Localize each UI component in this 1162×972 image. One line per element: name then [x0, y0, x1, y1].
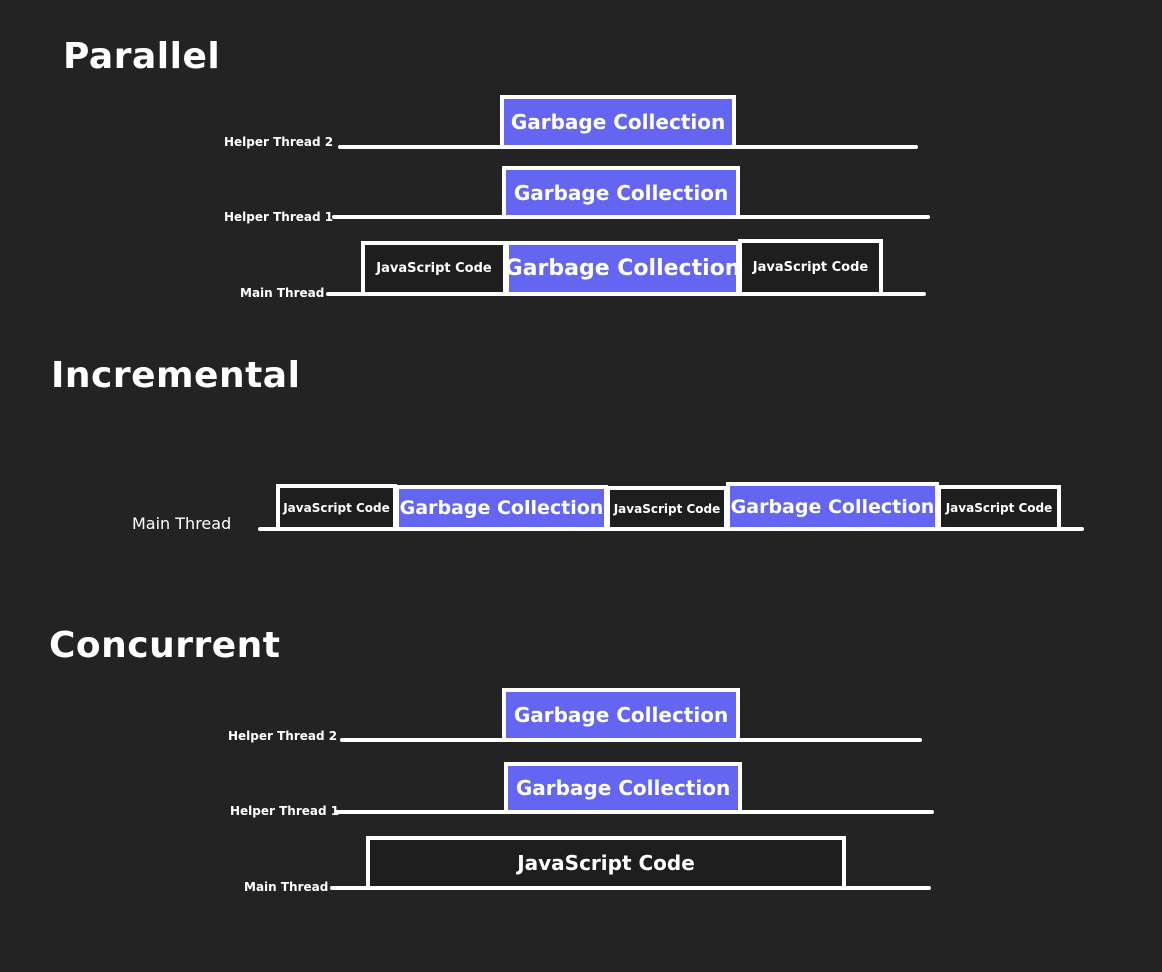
- concurrent-main-js-block: JavaScript Code: [366, 836, 846, 886]
- concurrent-main-thread-label: Main Thread: [244, 880, 329, 894]
- incremental-js-block-2: JavaScript Code: [606, 486, 728, 527]
- concurrent-helper-thread-1-gc-block: Garbage Collection: [504, 762, 742, 810]
- concurrent-helper-thread-2-track: [340, 738, 922, 742]
- concurrent-helper-thread-1-track: [334, 810, 934, 814]
- parallel-helper-thread-1-track: [332, 215, 930, 219]
- parallel-main-thread-label: Main Thread: [240, 286, 325, 300]
- concurrent-helper-thread-2-gc-block: Garbage Collection: [502, 688, 740, 738]
- incremental-js-block-1: JavaScript Code: [276, 484, 397, 527]
- parallel-helper-thread-1-label: Helper Thread 1: [224, 210, 334, 224]
- section-title-incremental: Incremental: [51, 355, 301, 396]
- parallel-helper-thread-2-gc-block: Garbage Collection: [500, 95, 736, 145]
- incremental-gc-block-2: Garbage Collection: [726, 482, 939, 527]
- incremental-main-thread-label: Main Thread: [132, 514, 232, 533]
- parallel-helper-thread-2-track: [338, 145, 918, 149]
- parallel-helper-thread-1-gc-block: Garbage Collection: [502, 166, 740, 215]
- section-title-parallel: Parallel: [63, 36, 221, 77]
- incremental-js-block-3: JavaScript Code: [937, 485, 1061, 527]
- parallel-helper-thread-2-label: Helper Thread 2: [224, 135, 334, 149]
- concurrent-helper-thread-1-label: Helper Thread 1: [230, 804, 340, 818]
- incremental-main-thread-track: [258, 527, 1084, 531]
- parallel-main-js-block-2: JavaScript Code: [738, 239, 883, 292]
- section-title-concurrent: Concurrent: [49, 625, 281, 666]
- parallel-main-gc-block: Garbage Collection: [505, 241, 740, 292]
- parallel-main-js-block-1: JavaScript Code: [361, 241, 507, 292]
- parallel-main-thread-track: [326, 292, 926, 296]
- concurrent-helper-thread-2-label: Helper Thread 2: [228, 729, 338, 743]
- concurrent-main-thread-track: [330, 886, 931, 890]
- incremental-gc-block-1: Garbage Collection: [395, 485, 608, 527]
